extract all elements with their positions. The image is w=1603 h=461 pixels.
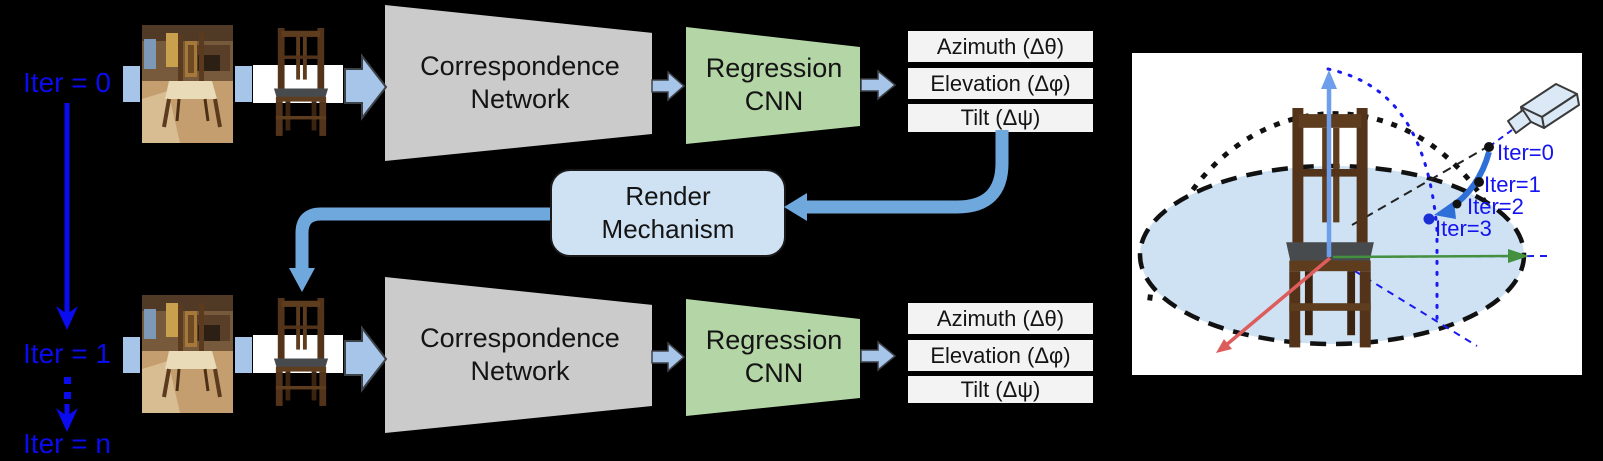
render-mechanism-box: Render Mechanism (550, 169, 786, 257)
meridian-dotted-arc (1326, 67, 1439, 329)
iter2-dot (1452, 199, 1462, 209)
to-row2-arrow-head-icon (289, 268, 315, 292)
iter3-dot (1423, 213, 1435, 225)
tilt-label-row2: Tilt (Δψ) (960, 376, 1041, 402)
tilt-output-row2: Tilt (Δψ) (908, 376, 1093, 403)
regression-cnn-block-row1 (686, 27, 860, 144)
itern-label: Iter = n (23, 427, 111, 459)
ground-dashed-line-diagonal (1331, 256, 1478, 347)
correspondence-network-block-row1 (385, 5, 652, 161)
up-axis-arrow-icon (1321, 70, 1337, 89)
correspondence-network-block-row2 (385, 277, 652, 433)
camera-sight-dashed (1489, 129, 1513, 147)
connector-row2-b (235, 337, 252, 373)
panel-iter0-label: Iter=0 (1497, 140, 1554, 165)
iteration-flow-arrows (56, 103, 78, 432)
cn-to-cnn-arrow-row2 (651, 341, 686, 373)
connector-row1-b (235, 66, 252, 102)
iter1-label: Iter = 1 (23, 337, 111, 369)
render-mechanism-label: Render Mechanism (601, 181, 735, 244)
connector-row2-a (123, 337, 140, 373)
azimuth-label-row1: Azimuth (Δθ) (936, 33, 1065, 59)
tilt-output-row1: Tilt (Δψ) (908, 104, 1093, 132)
x-axis-line (1223, 256, 1332, 348)
regression-cnn-label-row2: Regression CNN (705, 325, 843, 388)
panel-iter1-label: Iter=1 (1484, 172, 1541, 197)
elevation-output-row1: Elevation (Δφ) (908, 68, 1093, 99)
correspondence-network-label-row2: Correspondence Network (420, 323, 620, 386)
iter-arrow-head-icon (56, 306, 78, 330)
sight-line-dashed (1351, 146, 1488, 226)
iter0-label: Iter = 0 (23, 66, 111, 98)
tilt-label-row1: Tilt (Δψ) (960, 105, 1041, 130)
elevation-label-row1: Elevation (Δφ) (930, 70, 1071, 96)
regression-cnn-label-row1: Regression CNN (705, 53, 843, 116)
chair-photo-image-row1 (142, 25, 233, 143)
trajectory-arrow-head-icon (1434, 201, 1456, 219)
camera-icon (1507, 83, 1580, 134)
cnn-to-output-arrow-row1 (860, 69, 897, 101)
iter-arrow-head2-icon (56, 408, 78, 432)
panel-iter3-label: Iter=3 (1435, 216, 1492, 241)
regression-cnn-block-row2 (686, 299, 860, 416)
azimuth-output-row2: Azimuth (Δθ) (908, 303, 1093, 334)
y-axis-arrow-icon (1508, 249, 1529, 263)
iter1-dot (1474, 177, 1484, 187)
chair-photo-image-row2 (142, 295, 233, 413)
azimuth-output-row1: Azimuth (Δθ) (908, 31, 1093, 62)
azimuth-label-row2: Azimuth (Δθ) (936, 305, 1065, 331)
correspondence-network-label-row1: Correspondence Network (420, 51, 620, 114)
to-render-arrow-head-icon (784, 193, 807, 221)
cnn-to-output-arrow-row2 (860, 340, 897, 372)
viewpoint-panel (1132, 53, 1582, 375)
elevation-label-row2: Elevation (Δφ) (930, 342, 1071, 368)
cn-to-cnn-arrow-row1 (651, 70, 686, 102)
y-axis-line (1332, 254, 1511, 259)
iter0-dot (1484, 142, 1494, 152)
panel-iter2-label: Iter=2 (1467, 194, 1524, 219)
input-arrow-icon-row1 (344, 53, 388, 121)
input-arrow-icon-row2 (344, 325, 388, 393)
feedback-loop-arrows (289, 130, 1009, 292)
x-axis-arrow-icon (1216, 339, 1232, 353)
elevation-output-row2: Elevation (Δφ) (908, 340, 1093, 371)
connector-row1-a (123, 66, 140, 102)
